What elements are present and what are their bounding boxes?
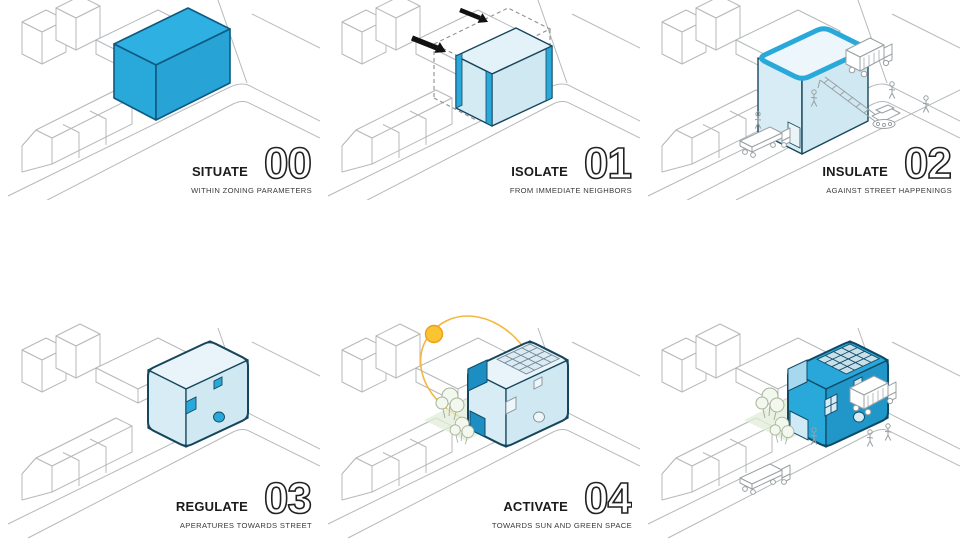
aperture-outlines [505,376,545,423]
corner-notches [787,359,809,441]
panel-caption: REGULATE 03 APERATURES TOWARDS STREET [176,477,312,530]
skylight-grid [496,343,561,375]
sun-icon [424,324,444,344]
zoning-mass [113,7,231,121]
street-line [735,89,960,200]
person-icon [888,81,896,99]
step-name: ISOLATE [511,164,568,179]
panel-final [640,270,960,540]
step-subtitle: APERATURES TOWARDS STREET [179,521,312,530]
step-subtitle: WITHIN ZONING PARAMETERS [191,186,312,195]
svg-text:04: 04 [584,477,632,519]
panel-caption: ISOLATE 01 FROM IMMEDIATE NEIGHBORS [510,142,632,195]
step-name: ACTIVATE [503,499,568,514]
step-name: SITUATE [191,164,248,179]
panel-insulate: INSULATE 02 AGAINST STREET HAPPENINGS [640,0,960,200]
step-number: 02 [903,142,952,184]
svg-text:03: 03 [264,477,311,519]
svg-text:00: 00 [264,142,311,184]
insulate-illustration [647,0,960,200]
svg-text:01: 01 [584,142,631,184]
person-icon [922,95,930,113]
isolate-illustration [327,0,640,200]
step-subtitle: FROM IMMEDIATE NEIGHBORS [509,186,632,195]
panel-activate: ACTIVATE 04 TOWARDS SUN AND GREEN SPACE [320,270,640,540]
step-name: INSULATE [822,164,888,179]
regulate-illustration [7,323,320,539]
panel-caption: INSULATE 02 AGAINST STREET HAPPENINGS [822,142,952,195]
situate-illustration [7,0,320,200]
regulated-mass [147,340,249,448]
buffer-strips [455,45,553,127]
step-number: 04 [583,477,632,519]
panel-caption: ACTIVATE 04 TOWARDS SUN AND GREEN SPACE [492,477,632,530]
step-subtitle: TOWARDS SUN AND GREEN SPACE [491,521,632,530]
flatbed-truck-icon [739,463,791,495]
person-icon [866,429,874,447]
step-number: 03 [263,477,312,519]
panel-caption: SITUATE 00 WITHIN ZONING PARAMETERS [191,142,312,195]
window-apertures [185,376,225,423]
step-subtitle: AGAINST STREET HAPPENINGS [826,186,952,195]
step-number: 00 [263,142,312,184]
final-illustration [647,323,960,539]
panel-situate: SITUATE 00 WITHIN ZONING PARAMETERS [0,0,320,200]
push-arrow-icon [410,7,488,53]
activate-illustration [327,315,640,539]
step-number: 01 [583,142,632,184]
panel-isolate: ISOLATE 01 FROM IMMEDIATE NEIGHBORS [320,0,640,200]
skylight-grid [816,343,881,375]
svg-text:02: 02 [904,142,951,184]
step-name: REGULATE [175,499,248,514]
person-icon [884,423,892,441]
panel-regulate: REGULATE 03 APERATURES TOWARDS STREET [0,270,320,540]
